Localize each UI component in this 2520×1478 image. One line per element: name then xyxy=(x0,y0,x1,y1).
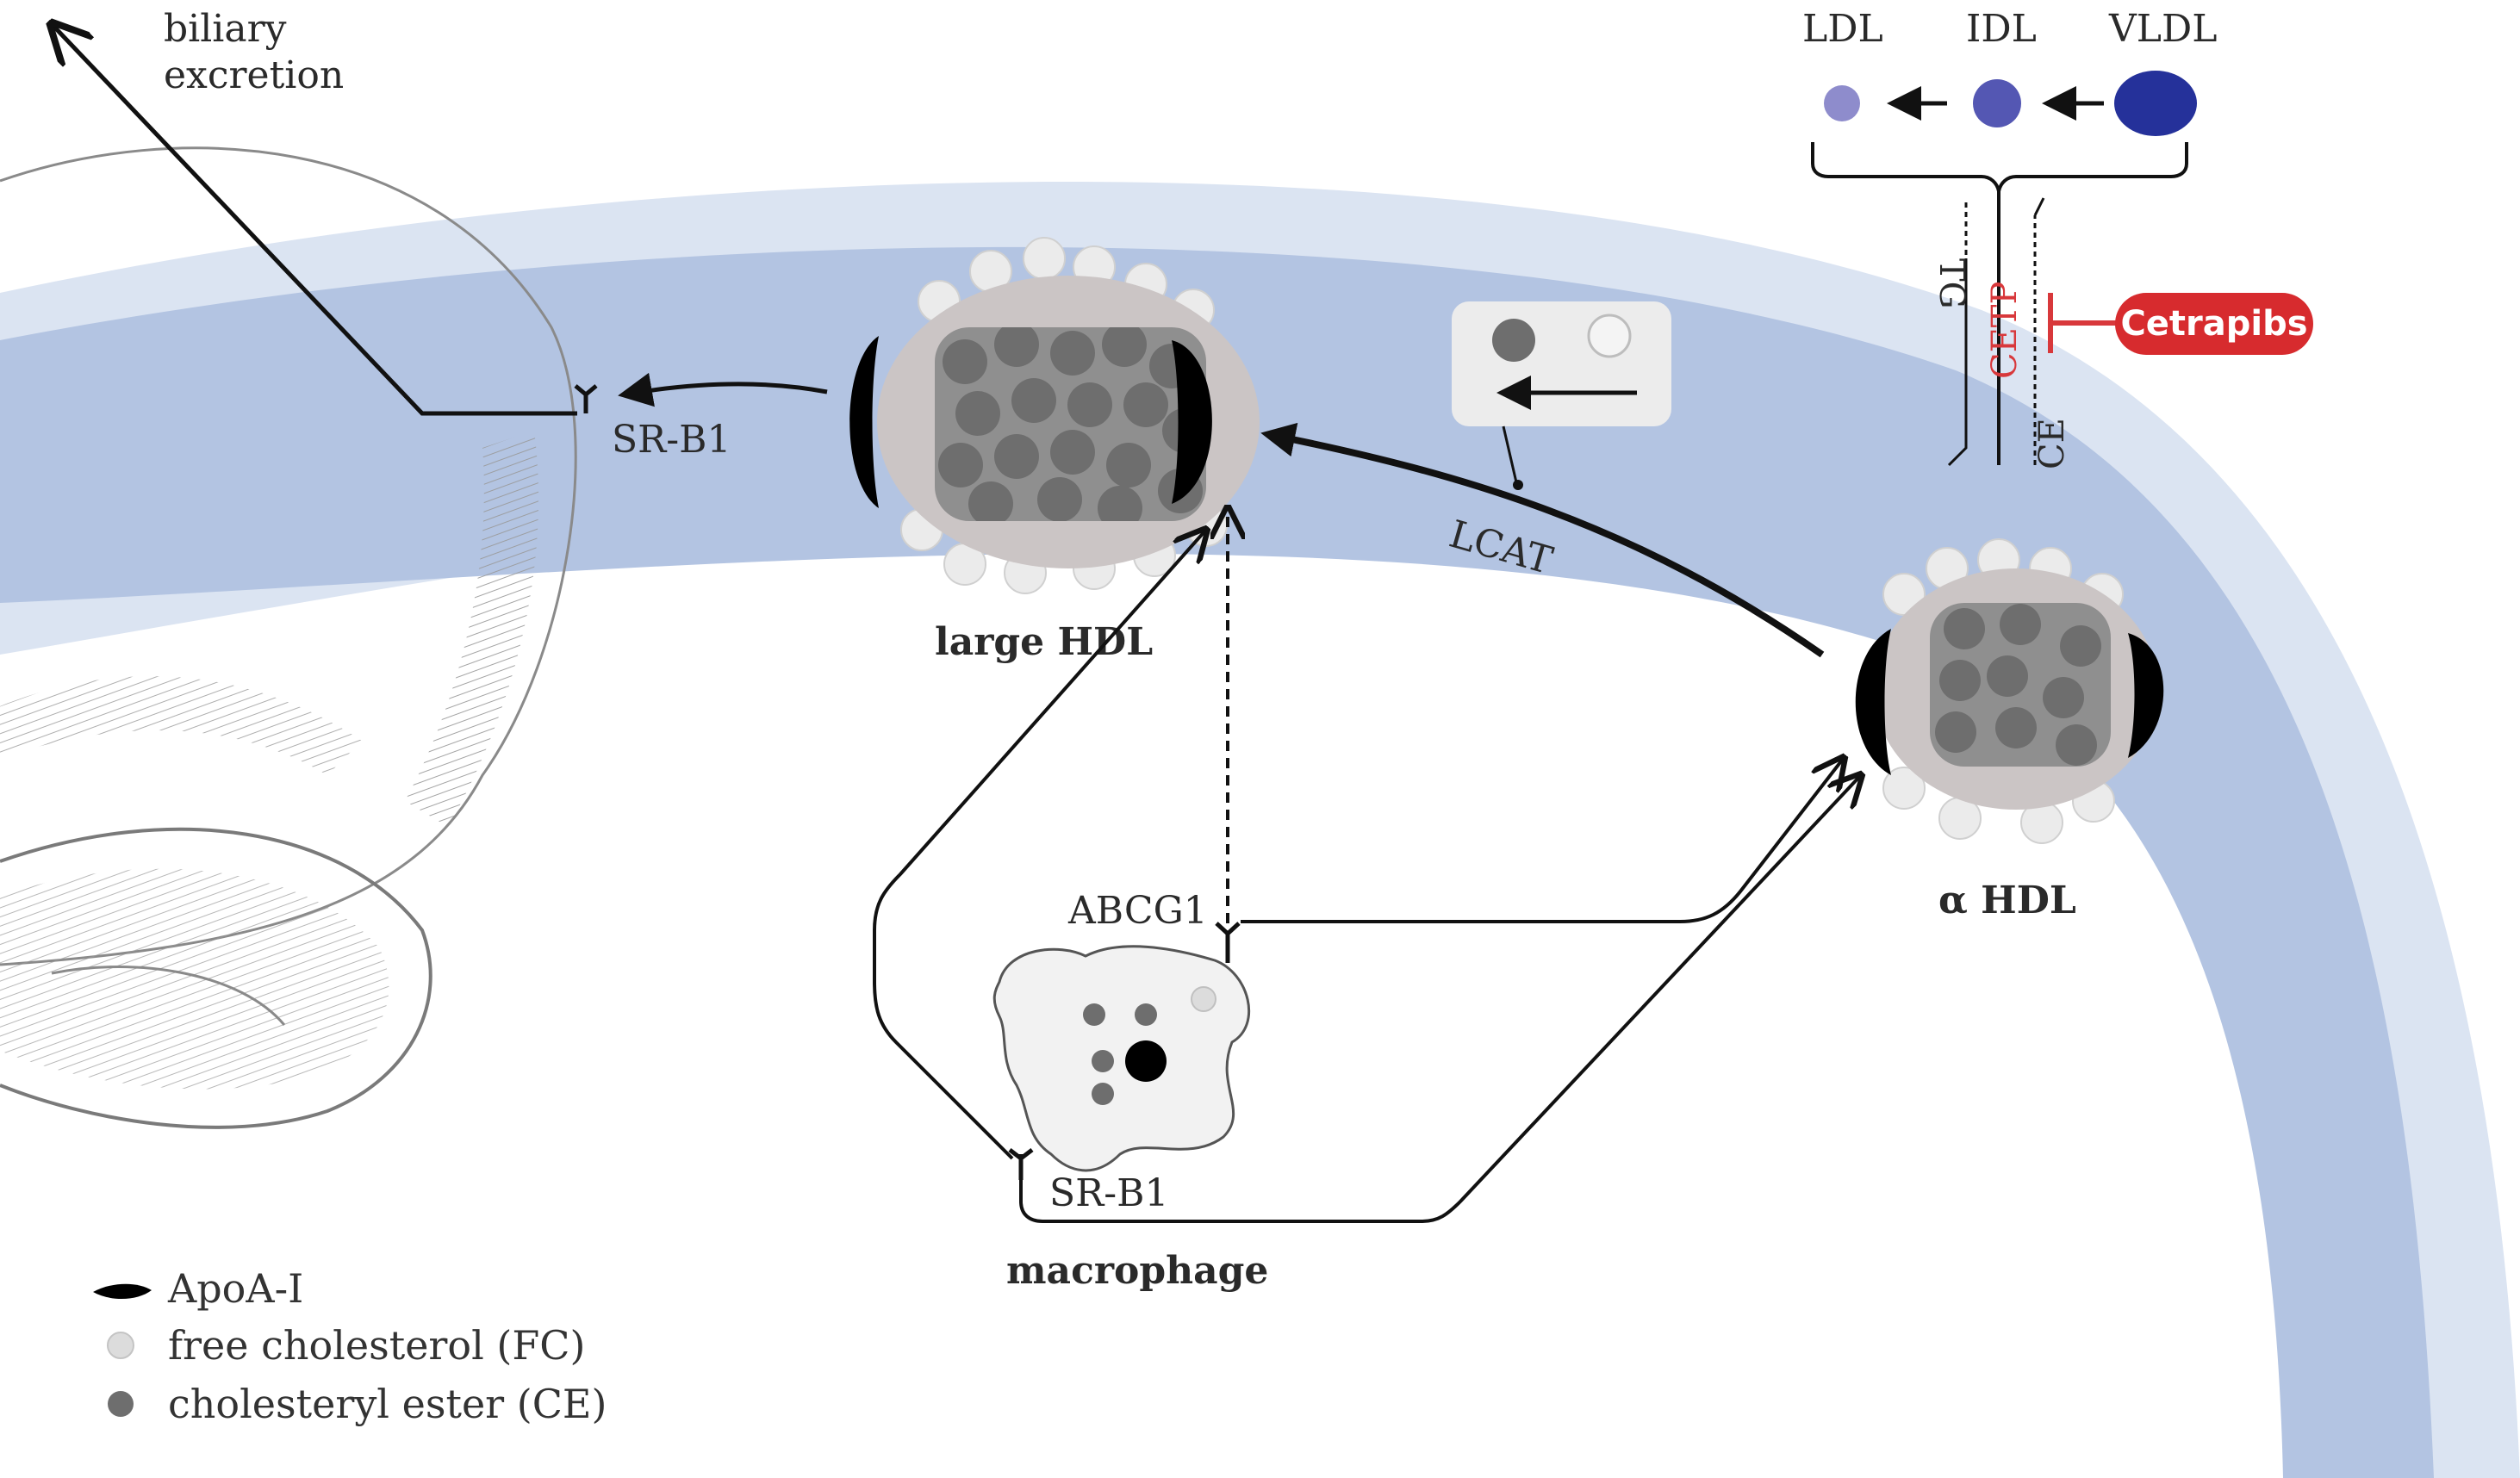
ldl-particle-icon xyxy=(1824,85,1860,121)
srb1-to-alpha-hdl-arrow xyxy=(1019,775,1861,1223)
biliary-label-line2: excretion xyxy=(164,53,344,97)
apoa1-icon xyxy=(93,1283,152,1300)
lcat-arrow xyxy=(1260,422,1825,658)
macrophage-ester-icon xyxy=(1083,1003,1105,1026)
alpha-apoa1-right-icon xyxy=(2128,633,2164,758)
legend: ApoA-I free cholesterol (FC) cholesteryl… xyxy=(93,1265,607,1427)
tg-label: TG xyxy=(1932,258,1971,309)
large-hdl-esters xyxy=(938,327,1206,521)
macrophage-cell xyxy=(992,945,1251,1172)
srb1-to-large-hdl-arrow xyxy=(873,530,1206,1160)
vldl-particle-icon xyxy=(2114,71,2197,136)
alpha-hdl-esters xyxy=(1935,604,2101,766)
srb1-macrophage-label: SR-B1 xyxy=(1049,1171,1168,1215)
alpha-hdl-particle xyxy=(1855,538,2164,844)
legend-cholesteryl-ester-label: cholesteryl ester (CE) xyxy=(168,1381,607,1427)
srb1-macrophage-receptor-icon xyxy=(1008,1148,1034,1180)
apoa1-left-icon xyxy=(849,336,879,508)
srb1-liver-label: SR-B1 xyxy=(612,418,731,462)
cetrapibs-label: Cetrapibs xyxy=(2120,304,2307,344)
biliary-excretion-arrow xyxy=(52,24,577,416)
cholesteryl-ester-icon xyxy=(108,1391,134,1417)
cetp-label: CETP xyxy=(1985,282,2025,379)
idl-particle-icon xyxy=(1973,79,2021,127)
alpha-apoa1-left-icon xyxy=(1855,629,1891,775)
cetrapibs-badge xyxy=(2115,293,2313,355)
liver-sketch xyxy=(0,146,577,1129)
lipoprotein-brace xyxy=(1811,142,2188,192)
hdl-to-srb1-arrow xyxy=(618,372,828,407)
abcg1-label: ABCG1 xyxy=(1067,889,1208,933)
lcat-conversion-box xyxy=(1452,301,1671,490)
macrophage-label: macrophage xyxy=(1006,1249,1268,1293)
free-cholesterol-icon xyxy=(1587,314,1632,358)
free-cholesterol-icon xyxy=(107,1332,134,1359)
macrophage-free-cholesterol-icon xyxy=(1191,986,1216,1012)
vldl-label: VLDL xyxy=(2108,7,2218,51)
ester-icon xyxy=(1492,319,1535,362)
cetp-exchange xyxy=(1947,191,2045,467)
large-hdl-particle xyxy=(849,237,1260,594)
biliary-label-line1: biliary xyxy=(164,7,287,51)
ldl-label: LDL xyxy=(1802,7,1883,51)
srb1-liver-receptor-icon xyxy=(574,384,598,413)
legend-apoa1-label: ApoA-I xyxy=(167,1265,303,1312)
abcg1-receptor-icon xyxy=(1215,922,1241,963)
macrophage-nucleus xyxy=(1125,1040,1167,1082)
blood-vessel xyxy=(0,182,2520,1478)
idl-label: IDL xyxy=(1966,7,2037,51)
alpha-hdl-label: α HDL xyxy=(1938,879,2076,922)
abcg1-to-alpha-hdl-arrow xyxy=(1241,758,1844,923)
apoa1-right-icon xyxy=(1172,340,1212,504)
large-hdl-label: large HDL xyxy=(935,620,1153,664)
legend-free-cholesterol-label: free cholesterol (FC) xyxy=(168,1322,585,1369)
ce-label: CE xyxy=(2032,418,2072,469)
